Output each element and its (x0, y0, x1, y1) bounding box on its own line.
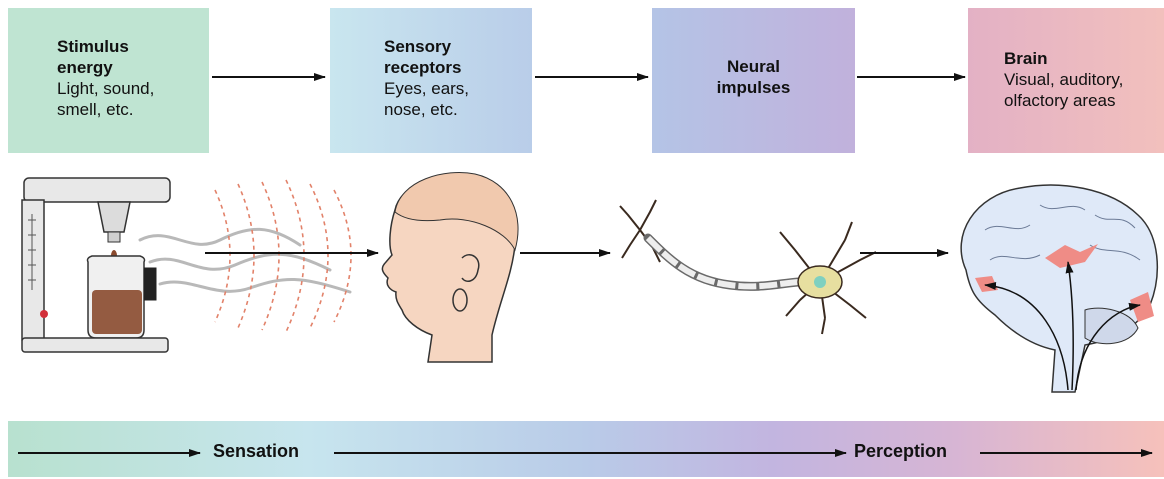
brain-illustration (961, 185, 1157, 392)
human-head-illustration (382, 173, 518, 362)
coffee-maker-illustration (22, 178, 170, 352)
neuron-illustration (620, 200, 876, 334)
aroma-wisps (140, 229, 350, 292)
